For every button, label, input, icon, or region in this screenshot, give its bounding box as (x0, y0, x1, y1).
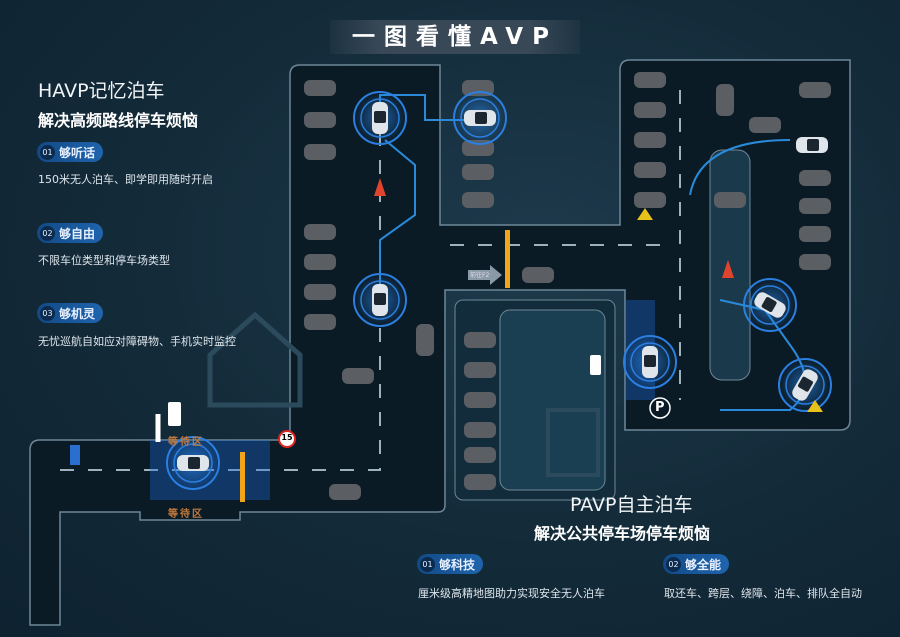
speed-limit-sign (278, 430, 296, 448)
havp-feature-badge-2: 02 够自由 (37, 223, 104, 243)
elevator-sign-icon (70, 445, 80, 465)
pavp-feature-badge-2: 02 够全能 (663, 554, 730, 574)
pavp-subtitle: 解决公共停车场停车烦恼 (534, 524, 711, 543)
havp-feature-badge-3: 03 够机灵 (37, 303, 104, 323)
pavp-feature-desc-1: 厘米级高精地图助力实现安全无人泊车 (418, 587, 605, 600)
speed-limit-value: 15 (281, 433, 293, 442)
badge-label: 够全能 (685, 557, 722, 572)
waiting-area-label-top: 等待区 (168, 437, 204, 448)
phone-icon (168, 402, 181, 426)
badge-label: 够自由 (59, 226, 96, 241)
pavp-feature-badge-1: 01 够科技 (417, 554, 484, 574)
badge-label: 够听话 (59, 145, 96, 160)
badge-number: 02 (40, 225, 55, 241)
badge-label: 够科技 (439, 557, 476, 572)
traffic-cone-icon (722, 260, 734, 278)
parking-sign-label: P (655, 400, 665, 415)
havp-feature-badge-1: 01 够听话 (37, 142, 104, 162)
badge-number: 01 (40, 144, 55, 160)
waiting-area-label-bottom: 等待区 (168, 509, 204, 520)
havp-feature-desc-2: 不限车位类型和停车场类型 (38, 254, 170, 267)
havp-feature-desc-3: 无忧巡航自如应对障碍物、手机实时监控 (38, 335, 236, 348)
direction-sign-label: 前往F2 (470, 272, 490, 279)
badge-number: 01 (420, 556, 435, 572)
warning-icon (807, 400, 823, 412)
direction-arrow-icon (468, 265, 502, 285)
warning-icon (637, 208, 653, 220)
home-icon (207, 311, 303, 408)
phone-icon (590, 355, 601, 375)
havp-feature-desc-1: 150米无人泊车、即学即用随时开启 (38, 173, 213, 186)
badge-number: 02 (666, 556, 681, 572)
pavp-feature-desc-2: 取还车、跨层、绕障、泊车、排队全自动 (664, 587, 862, 600)
parking-sign (649, 397, 671, 419)
barrier-gate-left (240, 452, 245, 502)
badge-number: 03 (40, 305, 55, 321)
havp-subtitle: 解决高频路线停车烦恼 (38, 111, 199, 130)
building-icon (546, 408, 600, 477)
havp-title: HAVP记忆泊车 (38, 80, 165, 102)
pavp-title: PAVP自主泊车 (570, 494, 693, 516)
page-title: 一图看懂AVP (330, 20, 580, 54)
traffic-cone-icon (374, 178, 386, 196)
barrier-gate-middle (505, 230, 510, 288)
badge-label: 够机灵 (59, 306, 96, 321)
